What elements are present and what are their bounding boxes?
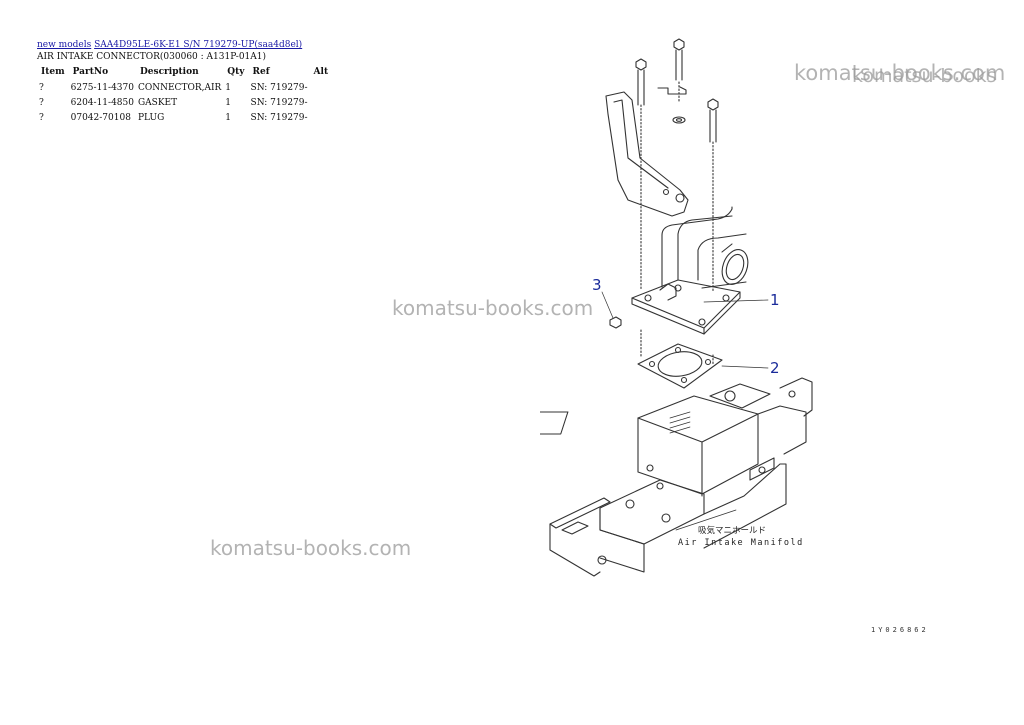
- header-description: Description: [139, 67, 199, 77]
- header-alt: Alt: [313, 67, 329, 77]
- watermark: komatsu-books: [852, 65, 997, 87]
- manifold-label-jp: 吸気マニホールド: [698, 525, 766, 536]
- gasket: [637, 329, 723, 389]
- table-row: ? 6275-11-4370 CONNECTOR,AIR 1 SN: 71927…: [37, 81, 332, 96]
- cell-qty: 1: [225, 83, 232, 93]
- callout-2: 2: [770, 359, 780, 377]
- page-title: AIR INTAKE CONNECTOR(030060 : A131P-01A1…: [37, 52, 267, 62]
- watermark: komatsu-books.com: [392, 296, 594, 320]
- header-ref: Ref: [252, 67, 270, 77]
- callout-2-leader: [721, 365, 769, 369]
- exploded-parts-diagram: 1 2 3 吸気マニホールド Air Intake Manifold: [540, 38, 813, 577]
- cell-item: ?: [39, 98, 44, 108]
- manifold-label-en: Air Intake Manifold: [678, 538, 804, 548]
- header-qty: Qty: [227, 67, 245, 77]
- cell-item: ?: [39, 113, 44, 123]
- cell-alt: [310, 81, 333, 96]
- cell-alt: [310, 111, 333, 126]
- cell-partno: 07042-70108: [70, 113, 131, 123]
- cell-qty: 1: [225, 98, 232, 108]
- cell-ref: SN: 719279-: [250, 98, 308, 108]
- figure-code: 1Y026862: [871, 626, 929, 634]
- cell-description: CONNECTOR,AIR: [137, 83, 222, 93]
- header-item: Item: [41, 67, 65, 77]
- cell-alt: [310, 96, 333, 111]
- breadcrumb-link-new-models[interactable]: new models: [37, 40, 92, 50]
- cell-description: GASKET: [137, 98, 178, 108]
- watermark: komatsu-books.com: [794, 61, 1006, 85]
- table-row: ? 07042-70108 PLUG 1 SN: 719279-: [37, 111, 332, 126]
- bolt-top-center: [657, 38, 687, 124]
- cell-qty: 1: [225, 113, 232, 123]
- parts-table: Item PartNo Description Qty Ref Alt ? 62…: [37, 66, 332, 126]
- support-bracket: [605, 91, 689, 217]
- cell-description: PLUG: [137, 113, 165, 123]
- cell-partno: 6204-11-4850: [70, 98, 134, 108]
- breadcrumb-link-model[interactable]: SAA4D95LE-6K-E1 S/N 719279-UP(saa4d8el): [94, 40, 303, 50]
- air-intake-connector: [631, 206, 749, 335]
- table-header-row: Item PartNo Description Qty Ref Alt: [37, 66, 332, 81]
- callout-3: 3: [592, 276, 602, 294]
- cell-item: ?: [39, 83, 44, 93]
- air-intake-manifold: [540, 377, 813, 577]
- bolt-right: [707, 98, 719, 293]
- table-row: ? 6204-11-4850 GASKET 1 SN: 719279-: [37, 96, 332, 111]
- callout-1: 1: [770, 291, 780, 309]
- header-partno: PartNo: [72, 67, 109, 77]
- callout-1-leader: [703, 299, 769, 303]
- bolt-top-left: [635, 58, 647, 291]
- cell-ref: SN: 719279-: [250, 83, 308, 93]
- cell-partno: 6275-11-4370: [70, 83, 134, 93]
- breadcrumb: new models SAA4D95LE-6K-E1 S/N 719279-UP…: [37, 40, 302, 51]
- cell-ref: SN: 719279-: [250, 113, 308, 123]
- plug: [601, 291, 622, 329]
- watermark: komatsu-books.com: [210, 536, 412, 560]
